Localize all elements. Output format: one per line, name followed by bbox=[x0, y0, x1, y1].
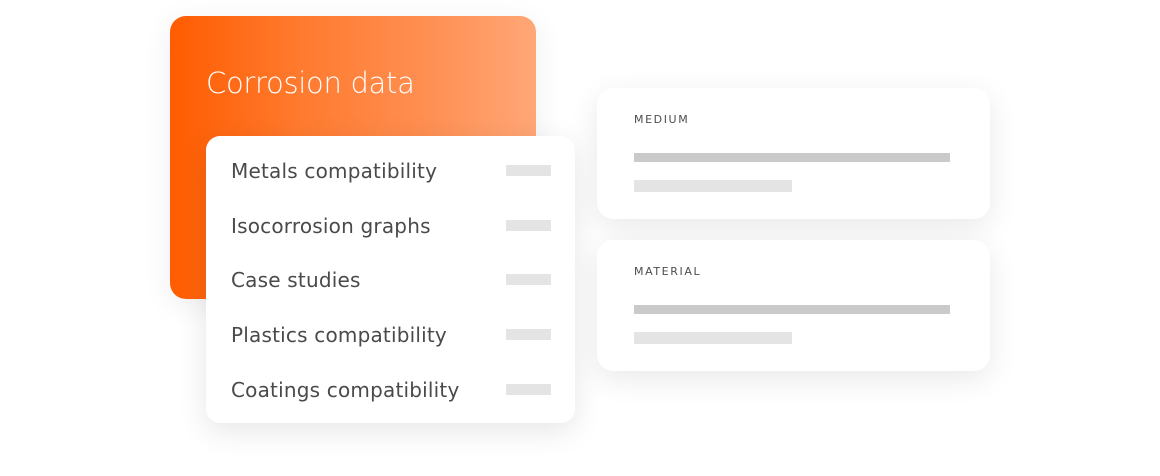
list-item-label: Metals compatibility bbox=[231, 159, 438, 183]
placeholder-bar-secondary bbox=[634, 180, 792, 192]
material-label: MATERIAL bbox=[634, 265, 702, 278]
page-title: Corrosion data bbox=[206, 66, 415, 100]
placeholder-bar bbox=[506, 274, 551, 285]
placeholder-bar bbox=[506, 329, 551, 340]
placeholder-bar-secondary bbox=[634, 332, 792, 344]
placeholder-bar-primary bbox=[634, 153, 950, 162]
list-item-coatings-compatibility[interactable]: Coatings compatibility bbox=[206, 375, 575, 405]
placeholder-bar bbox=[506, 220, 551, 231]
placeholder-bar bbox=[506, 384, 551, 395]
data-type-list: Metals compatibility Isocorrosion graphs… bbox=[206, 136, 575, 423]
list-item-label: Coatings compatibility bbox=[231, 378, 460, 402]
list-item-label: Isocorrosion graphs bbox=[231, 214, 431, 238]
medium-label: MEDIUM bbox=[634, 113, 690, 126]
list-item-plastics-compatibility[interactable]: Plastics compatibility bbox=[206, 320, 575, 350]
list-item-metals-compatibility[interactable]: Metals compatibility bbox=[206, 156, 575, 186]
medium-filter-card[interactable]: MEDIUM bbox=[597, 88, 990, 219]
placeholder-bar bbox=[506, 165, 551, 176]
placeholder-bar-primary bbox=[634, 305, 950, 314]
list-item-isocorrosion-graphs[interactable]: Isocorrosion graphs bbox=[206, 211, 575, 241]
list-item-case-studies[interactable]: Case studies bbox=[206, 265, 575, 295]
list-item-label: Case studies bbox=[231, 268, 361, 292]
material-filter-card[interactable]: MATERIAL bbox=[597, 240, 990, 371]
list-item-label: Plastics compatibility bbox=[231, 323, 447, 347]
